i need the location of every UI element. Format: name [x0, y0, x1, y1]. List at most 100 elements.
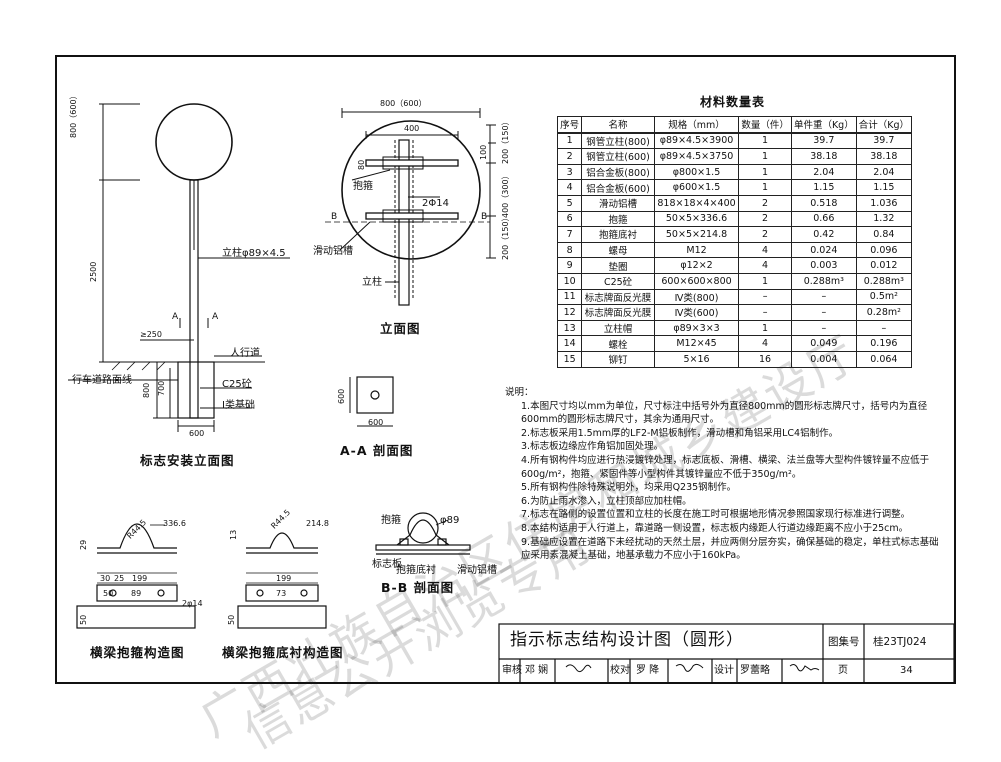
dim-100: 100 — [479, 144, 488, 160]
table-cell: – — [790, 304, 857, 321]
dim-600-aa-h: 600 — [368, 418, 384, 427]
note-item: 2.标志板采用1.5mm厚的LF2-M铝板制作，滑动槽和角铝采用LC4铝制作。 — [521, 427, 839, 439]
table-title: 材料数量表 — [700, 95, 766, 109]
table-cell: – — [855, 319, 913, 337]
table-cell: 0.024 — [790, 241, 857, 259]
caption-section-bb: B-B 剖面图 — [381, 580, 455, 595]
dim-700: 700 — [157, 380, 166, 396]
label-plate: 标志板 — [372, 559, 402, 570]
table-cell: 0.064 — [855, 350, 913, 368]
table-cell: 6 — [556, 210, 583, 228]
table-cell: 600×600×800 — [653, 272, 740, 290]
note-item: 6.为防止雨水渗入，立柱顶部应加柱帽。 — [521, 495, 692, 507]
atlas-number: 桂23TJ024 — [873, 636, 927, 648]
table-cell: 铝合金板(800) — [581, 163, 655, 181]
table-cell: 1 — [738, 319, 792, 337]
table-cell: 1.32 — [855, 210, 913, 228]
table-cell: 1.15 — [855, 179, 913, 196]
table-cell: 2 — [738, 194, 792, 212]
col-header: 单件重（Kg） — [790, 115, 857, 134]
col-header: 合计（Kg） — [855, 115, 913, 134]
dim-199-b: 199 — [276, 574, 292, 583]
col-header: 规格（mm） — [653, 115, 740, 134]
notes-block: 说明： 1.本图尺寸均以mm为单位，尺寸标注中括号外为直径800mm的圆形标志牌… — [505, 386, 945, 563]
table-cell: 8 — [556, 241, 583, 259]
dim-2148: 214.8 — [306, 519, 329, 528]
table-cell: 11 — [556, 288, 583, 306]
table-cell: 1 — [738, 148, 792, 165]
table-cell: M12×45 — [653, 335, 740, 352]
table-cell: 50×5×336.6 — [653, 210, 740, 228]
table-cell: 钢管立柱(600) — [581, 148, 655, 165]
note-item: 4.所有钢构件均应进行热浸镀锌处理，标志底板、滑槽、横梁、法兰盘等大型构件镀锌量… — [521, 454, 930, 480]
table-cell: 0.004 — [790, 350, 857, 368]
table-cell: φ800×1.5 — [653, 163, 740, 181]
table-cell: 38.18 — [855, 148, 913, 165]
notes-heading: 说明： — [505, 387, 534, 398]
label-concrete: C25砼 — [222, 379, 252, 390]
dim-80: 80 — [357, 159, 366, 170]
install-elevation-drawing — [68, 103, 290, 432]
dim-600-aa-v: 600 — [337, 388, 346, 404]
dim-89: 89 — [131, 589, 142, 598]
table-cell: 1 — [738, 163, 792, 181]
table-cell: 0.003 — [790, 257, 857, 274]
label-sec-b-right: B — [481, 212, 488, 222]
table-cell: 5×16 — [653, 350, 740, 368]
dim-50-side-a: 50 — [79, 614, 88, 625]
dim-2phi14-a: 2φ14 — [182, 599, 203, 608]
dim-600-found: 600 — [189, 429, 205, 438]
table-cell: 2 — [738, 226, 792, 243]
table-cell: 螺母 — [581, 241, 655, 259]
table-cell: 38.18 — [790, 148, 857, 165]
table-cell: 标志牌面反光膜 — [581, 304, 655, 321]
designer-name: 罗蕾略 — [740, 665, 770, 676]
table-cell: 0.84 — [855, 226, 913, 243]
table-cell: 1 — [738, 179, 792, 196]
dim-200-bottom: 200（150） — [501, 213, 510, 260]
drawing-sheet — [55, 55, 956, 684]
table-cell: 铆钉 — [581, 350, 655, 368]
table-cell: 0.196 — [855, 335, 913, 352]
table-cell: 7 — [556, 226, 583, 243]
table-cell: φ89×3×3 — [653, 319, 740, 337]
table-cell: 垫圈 — [581, 257, 655, 274]
label-pipe-dia: φ89 — [440, 515, 460, 526]
dim-13: 13 — [229, 529, 238, 540]
table-cell: M12 — [653, 241, 740, 259]
table-cell: 5 — [556, 194, 583, 212]
table-cell: φ89×4.5×3900 — [653, 132, 740, 150]
review-label: 审核 — [502, 665, 522, 676]
col-header: 数量（件） — [738, 115, 792, 134]
note-item: 9.基础应设置在道路下未经扰动的天然土层，并应两侧分层夯实，确保基础的稳定，单柱… — [521, 536, 939, 562]
table-cell: 0.518 — [790, 194, 857, 212]
table-cell: 9 — [556, 257, 583, 274]
label-liner: 抱箍底衬 — [396, 565, 436, 576]
table-cell: 0.288m³ — [855, 272, 913, 290]
table-cell: 13 — [556, 319, 583, 337]
page-number: 34 — [900, 665, 913, 676]
table-cell: 立柱帽 — [581, 319, 655, 337]
dim-50-a: 50 — [103, 589, 114, 598]
dim-199-a: 199 — [132, 574, 148, 583]
label-post: 立柱φ89×4.5 — [222, 248, 286, 259]
checker-name: 罗 降 — [636, 665, 660, 676]
table-cell: 0.288m³ — [790, 272, 857, 290]
table-cell: 4 — [556, 179, 583, 196]
table-cell: 铝合金板(600) — [581, 179, 655, 196]
label-sec-a-left: A — [172, 312, 179, 322]
table-cell: 15 — [556, 350, 583, 368]
dim-800-vertical: 800（600） — [69, 91, 78, 138]
caption-install-elevation: 标志安装立面图 — [140, 453, 235, 468]
label-hoop-bb: 抱箍 — [381, 515, 401, 526]
table-cell: 50×5×214.8 — [653, 226, 740, 243]
table-cell: 0.5m² — [855, 288, 913, 306]
table-cell: φ12×2 — [653, 257, 740, 274]
